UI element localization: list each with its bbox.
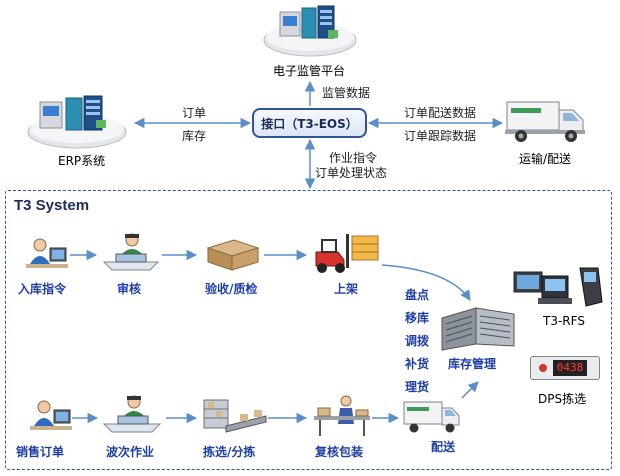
- interface-box: 接口（T3-EOS）: [252, 108, 367, 138]
- inspection-box-icon: [206, 239, 260, 271]
- rfs-devices-icon: [513, 267, 603, 307]
- delivery-to-inventory-arrow: [461, 381, 479, 399]
- picking-conveyor-icon: [203, 399, 267, 433]
- outbound-step-1: 销售订单: [16, 445, 65, 459]
- erp-link-order: 订单: [182, 106, 207, 120]
- dps-display: 0438: [553, 360, 587, 376]
- inventory-op-3: 调拨: [405, 334, 430, 348]
- inventory-op-5: 理货: [405, 380, 430, 394]
- transport-label: 运输/配送: [519, 152, 572, 166]
- dps-device: 0438: [530, 356, 600, 380]
- inventory-op-2: 移库: [405, 311, 430, 325]
- rfs-label: T3-RFS: [543, 314, 585, 328]
- inventory-label: 库存管理: [448, 357, 497, 371]
- outbound-step-4: 复核包装: [315, 445, 364, 459]
- inbound-person-icon: [26, 238, 68, 268]
- erp-label: ERP系统: [58, 154, 106, 168]
- outbound-step-2: 波次作业: [106, 445, 155, 459]
- transport-link-delivery: 订单配送数据: [404, 106, 477, 120]
- inbound-step-1: 入库指令: [18, 282, 67, 296]
- inventory-racks-icon: [441, 307, 515, 351]
- packing-worker-icon: [314, 395, 370, 436]
- inbound-step-4: 上架: [334, 282, 359, 296]
- t3-system-box: [5, 190, 612, 470]
- transport-link-tracking: 订单跟踪数据: [404, 129, 477, 143]
- inventory-op-4: 补货: [405, 357, 430, 371]
- inventory-op-1: 盘点: [405, 288, 430, 302]
- sales-person-icon: [30, 400, 72, 430]
- delivery-truck-icon: [403, 401, 460, 433]
- down-link-instruction: 作业指令: [329, 151, 378, 165]
- wave-worker-icon: [102, 395, 162, 433]
- erp-link-inventory: 库存: [182, 129, 207, 143]
- erp-server-icon: [27, 95, 127, 149]
- forklift-icon: [315, 234, 379, 273]
- dps-indicator-icon: [539, 364, 547, 372]
- shelving-to-inventory-arrow: [381, 264, 471, 301]
- transport-truck-icon: [505, 101, 585, 142]
- t3-system-title: T3 System: [14, 197, 90, 214]
- inbound-step-3: 验收/质检: [205, 282, 258, 296]
- supervision-data-label: 监管数据: [322, 86, 371, 100]
- inbound-step-2: 审核: [117, 282, 142, 296]
- review-worker-icon: [102, 233, 160, 271]
- platform-server-icon: [263, 5, 357, 57]
- outbound-step-5: 配送: [431, 440, 456, 454]
- dps-label: DPS拣选: [538, 392, 587, 406]
- outbound-step-3: 拣选/分拣: [203, 445, 256, 459]
- down-link-status: 订单处理状态: [315, 166, 388, 180]
- platform-label: 电子监管平台: [273, 64, 346, 78]
